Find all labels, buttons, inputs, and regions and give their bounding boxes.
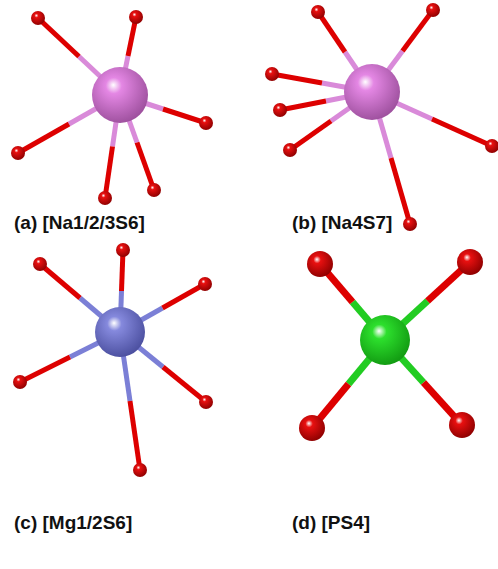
sulfur-atom <box>199 116 213 130</box>
central-atom <box>92 67 148 123</box>
sulfur-atom <box>449 412 475 438</box>
sulfur-atom <box>426 3 440 17</box>
bond <box>38 18 79 57</box>
central-atom <box>360 315 410 365</box>
sulfur-atom <box>283 143 297 157</box>
phosphate-tetrahedron <box>299 249 483 441</box>
sulfur-atom <box>11 146 25 160</box>
bond <box>163 367 206 402</box>
sulfur-atom <box>403 217 417 231</box>
bond <box>20 357 70 382</box>
sulfur-atom <box>265 67 279 81</box>
sulfur-atom <box>98 191 112 205</box>
sulfur-atom <box>307 251 333 277</box>
sulfur-atom <box>133 463 147 477</box>
magnesium-polyhedron <box>13 243 213 477</box>
sulfur-atom <box>116 243 130 257</box>
bond <box>391 158 410 224</box>
sulfur-atom <box>199 395 213 409</box>
sodium-polyhedron <box>265 3 498 231</box>
sulfur-atom <box>457 249 483 275</box>
bond <box>130 401 140 470</box>
sulfur-atom <box>33 257 47 271</box>
bond <box>40 264 80 298</box>
bond <box>318 12 345 52</box>
bond <box>432 119 492 146</box>
sulfur-atom <box>147 183 161 197</box>
sulfur-atom <box>31 11 45 25</box>
bond <box>18 124 69 153</box>
caption-label: (d) [PS4] <box>292 512 370 534</box>
bond <box>290 121 331 150</box>
sulfur-atom <box>485 139 498 153</box>
sulfur-atom <box>311 5 325 19</box>
central-atom <box>95 307 145 357</box>
sulfur-atom <box>129 10 143 24</box>
bond <box>272 74 322 83</box>
bond <box>403 10 434 51</box>
caption-label: (a) [Na1/2/3S6] <box>14 212 145 234</box>
sulfur-atom <box>13 375 27 389</box>
bond <box>137 143 154 191</box>
sulfur-atom <box>299 415 325 441</box>
bond <box>163 284 206 308</box>
central-atom <box>344 64 400 120</box>
bond <box>280 101 326 110</box>
sulfur-atom <box>273 103 287 117</box>
sulfur-atom <box>198 277 212 291</box>
bond <box>105 147 113 199</box>
sodium-polyhedron <box>11 10 213 205</box>
caption-label: (c) [Mg1/2S6] <box>14 512 132 534</box>
caption-label: (b) [Na4S7] <box>292 212 392 234</box>
